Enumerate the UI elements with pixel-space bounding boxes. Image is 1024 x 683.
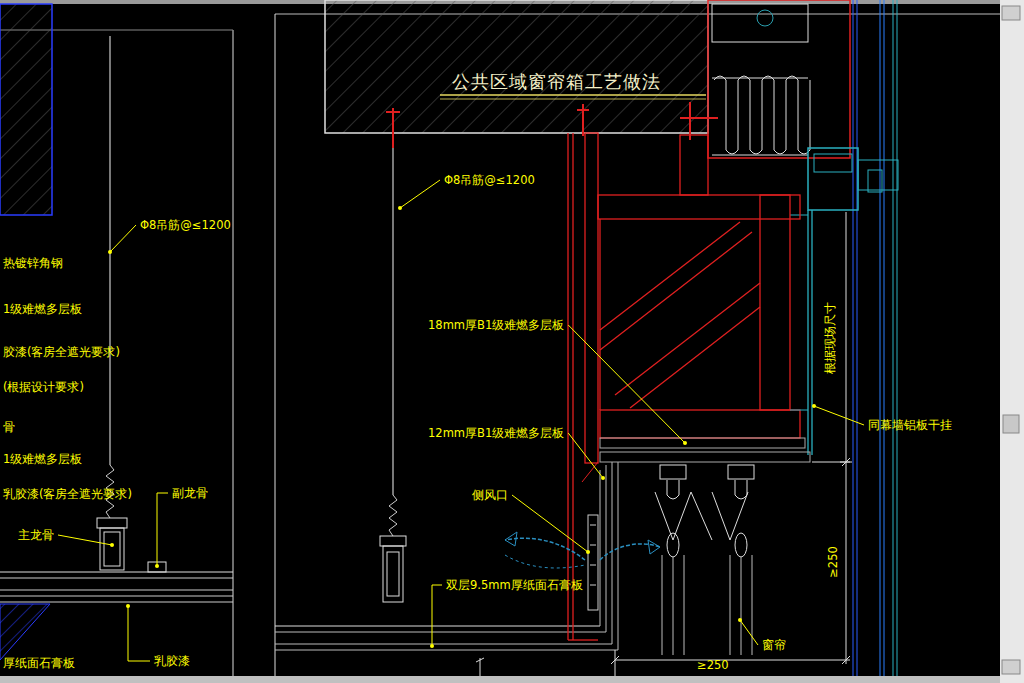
leader-line bbox=[512, 495, 588, 552]
leader-line bbox=[568, 433, 603, 478]
leader-line bbox=[432, 585, 433, 646]
leader-dot bbox=[126, 604, 130, 608]
leader-line bbox=[157, 493, 168, 494]
leader-line bbox=[157, 493, 158, 566]
callout-label: 侧风口 bbox=[472, 488, 508, 502]
note-label: 1级难燃多层板 bbox=[3, 452, 82, 466]
note-label: 胶漆(客房全遮光要求) bbox=[3, 345, 120, 359]
leader-dot bbox=[601, 476, 605, 480]
callout-label: 乳胶漆 bbox=[154, 654, 190, 668]
note-label: 厚纸面石膏板 bbox=[3, 656, 75, 670]
leader-line bbox=[432, 585, 442, 586]
callout-label: Φ8吊筋@≤1200 bbox=[444, 173, 535, 187]
leader-dot bbox=[398, 206, 402, 210]
callout-label: 窗帘 bbox=[762, 638, 786, 652]
callout-label: 同幕墙铝板干挂 bbox=[868, 418, 952, 432]
leader-line bbox=[400, 180, 440, 208]
callout-label: 双层9.5mm厚纸面石膏板 bbox=[446, 578, 583, 592]
note-label: 乳胶漆(客房全遮光要求) bbox=[3, 487, 132, 501]
dimension-label: 根据现场尺寸 bbox=[823, 302, 837, 374]
callout-label: 主龙骨 bbox=[18, 528, 54, 542]
leader-line bbox=[128, 661, 150, 662]
leader-dot bbox=[430, 644, 434, 648]
leader-dot bbox=[683, 441, 687, 445]
note-label: 骨 bbox=[3, 420, 15, 434]
leader-dot bbox=[738, 618, 742, 622]
leader-dot bbox=[586, 550, 590, 554]
leader-line bbox=[110, 225, 136, 252]
callout-label: 副龙骨 bbox=[172, 486, 208, 500]
leader-line bbox=[568, 325, 685, 443]
leader-line bbox=[128, 606, 129, 661]
dimension-label: ≥250 bbox=[826, 546, 840, 578]
leader-line bbox=[814, 406, 864, 425]
note-label: ≥250 bbox=[697, 658, 729, 672]
drawing-title: 公共区域窗帘箱工艺做法 bbox=[452, 71, 661, 93]
leader-dot bbox=[108, 250, 112, 254]
leader-dot bbox=[110, 543, 114, 547]
note-label: 1级难燃多层板 bbox=[3, 302, 82, 316]
leader-line bbox=[58, 535, 112, 545]
leader-line bbox=[740, 620, 758, 645]
note-label: (根据设计要求) bbox=[3, 380, 84, 394]
callout-label: Φ8吊筋@≤1200 bbox=[140, 218, 231, 232]
callout-label: 12mm厚B1级难燃多层板 bbox=[428, 426, 564, 440]
leader-dot bbox=[155, 564, 159, 568]
callout-label: 18mm厚B1级难燃多层板 bbox=[428, 318, 564, 332]
note-label: 热镀锌角钢 bbox=[3, 256, 63, 270]
leader-dot bbox=[812, 404, 816, 408]
